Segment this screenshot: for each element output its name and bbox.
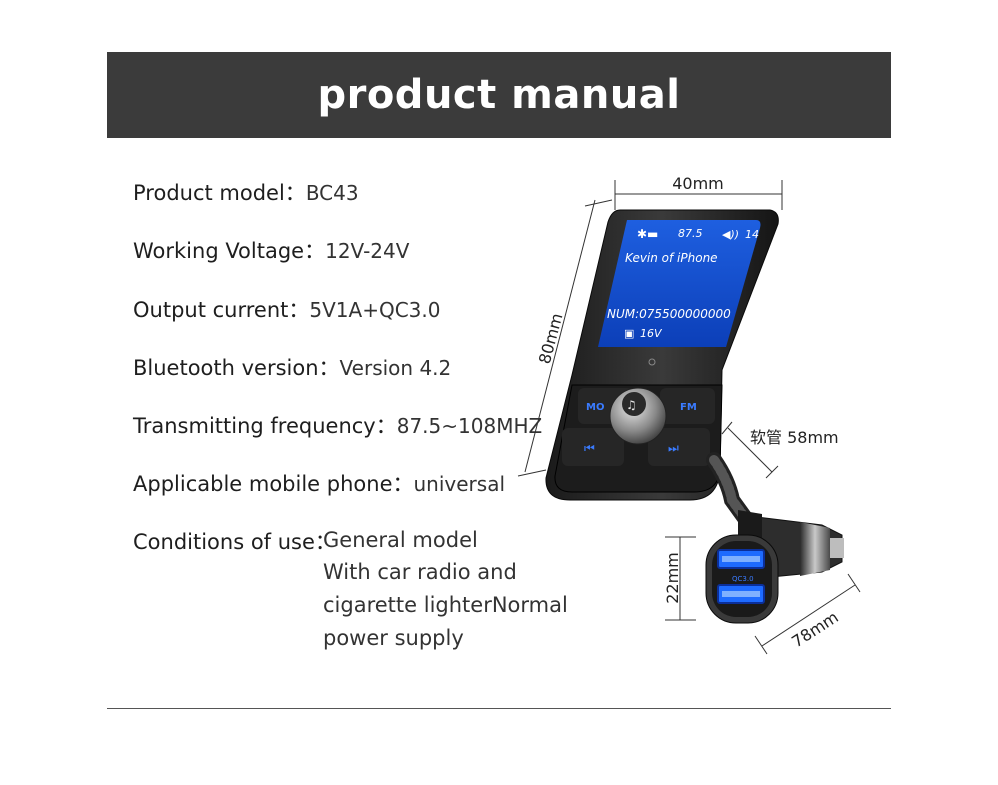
hose-dimension: 软管 58mm xyxy=(721,421,839,479)
spec-label: Output current： xyxy=(133,298,310,322)
spec-row-voltage: Working Voltage：12V-24V xyxy=(133,235,409,265)
volume-icon: ◀)) xyxy=(722,228,739,241)
next-icon: ⏭ xyxy=(668,441,679,455)
spec-row-current: Output current：5V1A+QC3.0 xyxy=(133,294,440,324)
spec-row-phone: Applicable mobile phone：universal xyxy=(133,468,505,498)
port-height-dimension: 22mm xyxy=(663,536,696,621)
lcd-voltage: 16V xyxy=(640,327,663,340)
prev-icon: ⏮ xyxy=(584,441,595,455)
spec-value: Version 4.2 xyxy=(339,356,452,380)
spec-value: universal xyxy=(413,472,506,496)
spec-row-frequency: Transmitting frequency：87.5~108MHZ xyxy=(133,410,542,440)
length-label: 78mm xyxy=(788,607,842,651)
hose-label: 软管 58mm xyxy=(750,428,839,447)
lcd-volume: 14 xyxy=(745,228,759,241)
spec-label: Transmitting frequency： xyxy=(133,414,397,438)
spec-label: Product model： xyxy=(133,181,306,205)
spec-row-model: Product model：BC43 xyxy=(133,177,359,207)
header-banner: product manual xyxy=(107,52,891,138)
gooseneck-hose xyxy=(706,452,758,533)
qc-label: QC3.0 xyxy=(732,575,754,583)
port-height-label: 22mm xyxy=(663,552,682,604)
charger-plug: QC3.0 xyxy=(705,510,844,624)
spec-value: 12V-24V xyxy=(325,239,410,263)
spec-label: Bluetooth version： xyxy=(133,356,340,380)
width-dimension: 40mm xyxy=(614,174,783,210)
spec-label: Conditions of use： xyxy=(133,530,336,554)
battery-icon: ▣ xyxy=(624,327,634,340)
height-label: 80mm xyxy=(535,311,567,366)
next-button[interactable] xyxy=(648,428,710,466)
bottom-divider xyxy=(107,708,891,709)
spec-row-conditions: Conditions of use： xyxy=(133,526,336,556)
conditions-line: power supply xyxy=(323,626,464,650)
fm-button[interactable] xyxy=(660,388,715,424)
page-title: product manual xyxy=(317,72,681,118)
prev-button[interactable] xyxy=(562,428,624,466)
spec-label: Applicable mobile phone： xyxy=(133,472,414,496)
lcd-screen xyxy=(598,220,761,347)
transmitter-body: ✱▬ 87.5 ◀)) 14 Kevin of iPhone NUM:07550… xyxy=(545,209,779,501)
lcd-caller: Kevin of iPhone xyxy=(625,251,718,265)
conditions-line: With car radio and xyxy=(323,560,517,584)
fm-label: FM xyxy=(680,402,697,413)
product-illustration: 40mm 80mm ✱▬ 87.5 ◀)) 14 Kevin of iPhone… xyxy=(517,174,861,655)
music-note-icon: ♫ xyxy=(626,398,637,412)
indicator-light xyxy=(648,358,656,366)
conditions-line: cigarette lighterNormal xyxy=(323,593,568,617)
spec-row-bluetooth: Bluetooth version：Version 4.2 xyxy=(133,352,451,382)
spec-value: 5V1A+QC3.0 xyxy=(309,298,441,322)
width-label: 40mm xyxy=(672,174,724,193)
mode-label: MO xyxy=(586,402,604,413)
lcd-frequency: 87.5 xyxy=(678,227,703,240)
spec-value: 87.5~108MHZ xyxy=(396,414,543,438)
music-icon xyxy=(622,392,646,416)
spec-label: Working Voltage： xyxy=(133,239,326,263)
conditions-line: General model xyxy=(323,528,478,552)
lcd-number: NUM:075500000000 xyxy=(607,307,731,321)
spec-value: BC43 xyxy=(305,181,359,205)
bluetooth-icon: ✱▬ xyxy=(637,227,658,241)
